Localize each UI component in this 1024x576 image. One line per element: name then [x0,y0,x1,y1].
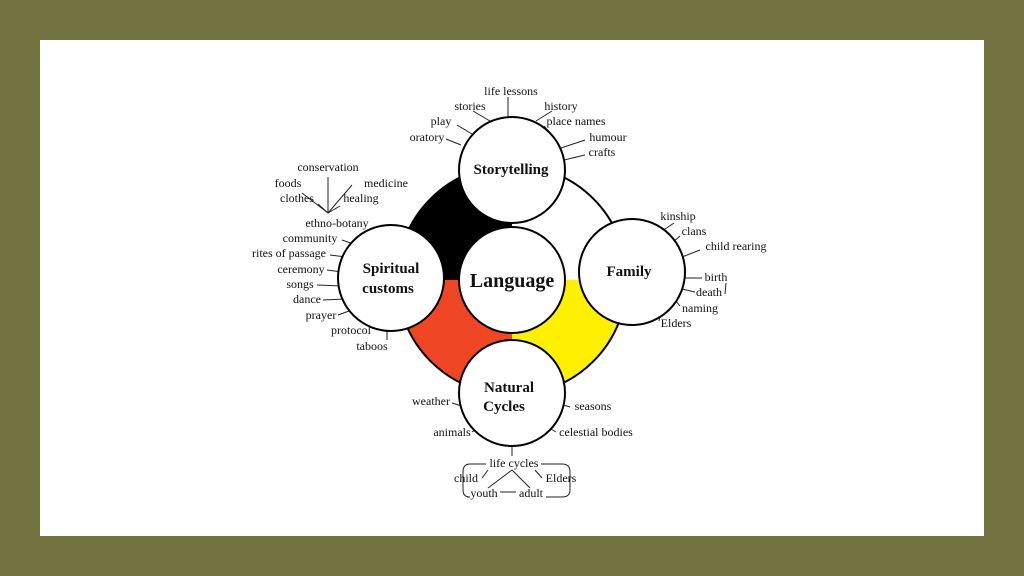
spiritual-label: conservation [297,160,358,174]
natural-label: celestial bodies [559,425,633,439]
natural-title-line2: Cycles [483,399,525,415]
spiritual-label: prayer [306,308,337,322]
storytelling-label: oratory [410,130,445,144]
family-label: naming [682,301,718,315]
spiritual-label: clothes [280,191,314,205]
spiritual-label: community [283,231,338,245]
natural-label: adult [519,486,544,500]
spiritual-label: taboos [356,339,388,353]
spiritual-title-line1: Spiritual [363,261,420,277]
family-circle [578,218,686,326]
spiritual-label: ceremony [277,262,324,276]
spiritual-label: songs [286,277,314,291]
spiritual-label: protocol [331,323,372,337]
family-label: child rearing [706,239,767,253]
storytelling-label: stories [454,99,486,113]
natural-cycles-circle [458,339,566,447]
spiritual-labels: conservation foods medicine clothes heal… [252,160,408,353]
natural-title-line1: Natural [484,380,534,396]
storytelling-labels: life lessons stories history play place … [410,84,627,159]
spiritual-label: rites of passage [252,246,326,260]
natural-labels: weather seasons animals celestial bodies… [412,394,633,500]
spiritual-label: foods [275,176,302,190]
spiritual-label: healing [343,191,378,205]
family-title: Family [607,264,652,280]
language-title: Language [470,270,555,292]
spiritual-customs-circle [337,224,445,332]
family-label: birth [705,270,728,284]
storytelling-label: humour [589,130,626,144]
storytelling-label: history [544,99,577,113]
family-label: Elders [661,316,692,330]
family-label: clans [682,224,707,238]
family-labels: kinship clans child rearing birth death … [660,209,766,330]
natural-label: youth [470,486,497,500]
natural-label: seasons [575,399,612,413]
storytelling-label: place names [547,114,606,128]
spiritual-label: dance [293,292,321,306]
storytelling-label: crafts [589,145,616,159]
storytelling-title: Storytelling [474,162,549,178]
storytelling-circle [458,116,566,224]
language-circle [458,226,566,334]
spiritual-title-line2: customs [362,281,414,297]
storytelling-label: life lessons [484,84,538,98]
natural-label: weather [412,394,450,408]
natural-label: child [454,471,478,485]
family-label: death [696,285,722,299]
natural-label: Elders [546,471,577,485]
spiritual-label: medicine [364,176,408,190]
family-label: kinship [660,209,695,223]
natural-label: animals [433,425,471,439]
natural-label: life cycles [490,456,539,470]
storytelling-label: play [431,114,452,128]
spiritual-label: ethno-botany [305,216,368,230]
